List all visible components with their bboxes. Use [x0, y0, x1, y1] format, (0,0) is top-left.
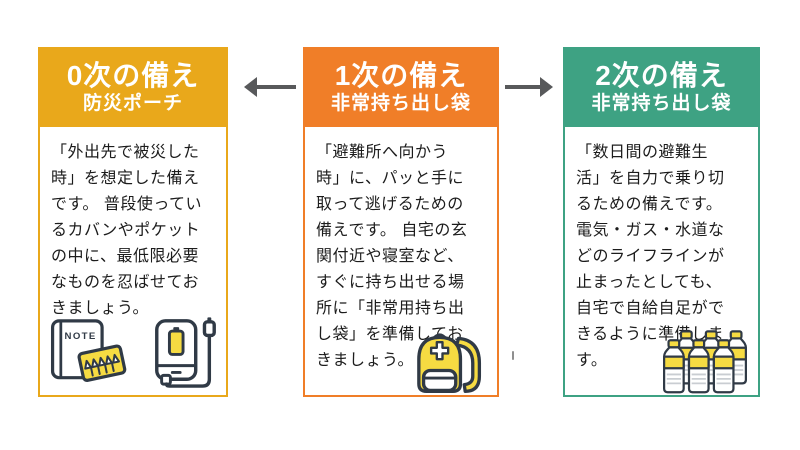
card-zero-description: 「外出先で被災した 時」を想定した備え です。 普段使ってい るカバンやポケット… [51, 144, 203, 317]
card-zero-preparation: 0次の備え 防災ポーチ 「外出先で被災した 時」を想定した備え です。 普段使っ… [38, 47, 228, 397]
card-second-icons [658, 330, 752, 394]
card-first-icons [409, 327, 493, 397]
arrow-left-icon [244, 77, 296, 97]
water-bottles-icon [662, 330, 748, 394]
arrow-right-icon [505, 77, 553, 97]
card-first-body: 「避難所へ向かう 時」に、パッと手に 取って逃げるための 備えです。 自宅の玄 … [305, 127, 497, 397]
card-zero-title: 0次の備え [66, 60, 200, 91]
stray-mark [512, 351, 514, 360]
card-zero-subtitle: 防災ポーチ [82, 93, 183, 114]
card-first-header: 1次の備え 非常持ち出し袋 [305, 49, 497, 127]
card-first-subtitle: 非常持ち出し袋 [330, 93, 471, 114]
card-second-subtitle: 非常持ち出し袋 [591, 93, 732, 114]
emergency-backpack-icon [417, 333, 482, 393]
notebook-and-crayons-icon: NOTE [50, 319, 127, 382]
card-first-description: 「避難所へ向かう 時」に、パッと手に 取って逃げるための 備えです。 自宅の玄 … [316, 144, 468, 369]
card-second-header: 2次の備え 非常持ち出し袋 [565, 49, 758, 127]
card-second-body: 「数日間の避難生 活」を自力で乗り切 るための備えです。 電気・ガス・水道な ど… [565, 127, 758, 397]
card-zero-body: 「外出先で被災した 時」を想定した備え です。 普段使ってい るカバンやポケット… [40, 127, 226, 397]
card-second-preparation: 2次の備え 非常持ち出し袋 「数日間の避難生 活」を自力で乗り切 るための備えで… [563, 47, 760, 397]
card-first-preparation: 1次の備え 非常持ち出し袋 「避難所へ向かう 時」に、パッと手に 取って逃げるた… [303, 47, 499, 397]
card-zero-header: 0次の備え 防災ポーチ [40, 49, 226, 127]
card-first-title: 1次の備え [334, 60, 468, 91]
note-label: NOTE [65, 331, 97, 342]
power-bank-icon [155, 317, 216, 388]
card-zero-icons: NOTE [40, 315, 226, 389]
card-second-title: 2次の備え [595, 60, 728, 91]
